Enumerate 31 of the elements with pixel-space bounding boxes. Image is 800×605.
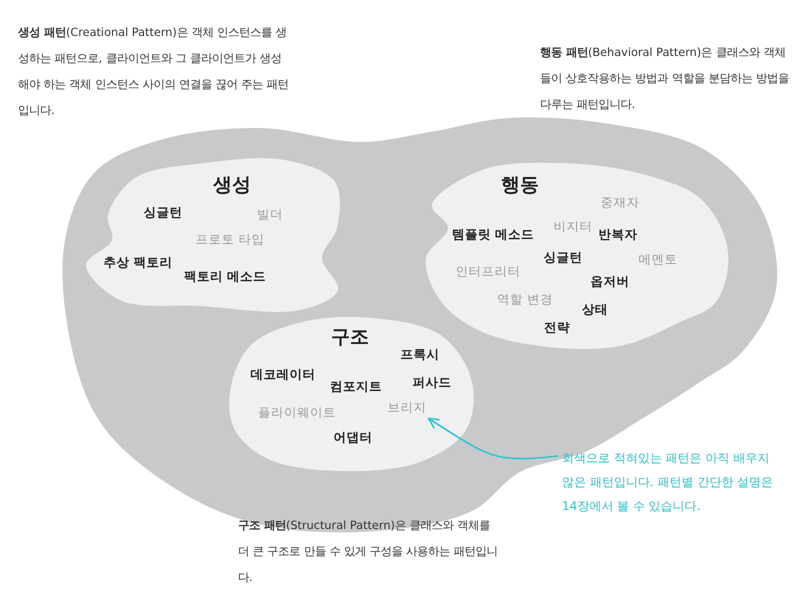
pattern-name: 추상 팩토리 <box>103 254 173 272</box>
pattern-name: 전략 <box>544 320 570 336</box>
pattern-name: 싱글턴 <box>544 250 582 266</box>
pattern-name: 빌더 <box>257 206 283 224</box>
pattern-name: 팩토리 메소드 <box>184 268 266 286</box>
pattern-name: 퍼사드 <box>412 374 452 392</box>
description-text: 행동 패턴(Behavioral Pattern)은 클래스와 객체들이 상호작용하는 방법과 역할을 분담하는 방법을 다루는 패턴입니다. <box>540 45 790 113</box>
pattern-name: 프로토 타입 <box>196 232 264 248</box>
pattern-name: 역할 변경 <box>497 292 553 308</box>
pattern-name: 비지터 <box>554 218 592 236</box>
pattern-name: 컴포지트 <box>330 378 382 396</box>
description-text: 구조 패턴(Structural Pattern)은 클래스와 객체를 더 큰 구조로 만들 수 있게 구성을 사용하는 패턴입니다. <box>238 518 499 586</box>
leader-arrow <box>428 418 558 460</box>
note-text: 회색으로 적혀있는 패턴은 아직 배우지 않은 패턴입니다. 패턴별 간단한 설명은 14장에서 볼 수 있습니다. <box>562 446 777 518</box>
pattern-name: 브리지 <box>388 400 426 416</box>
pattern-name: 옵저버 <box>590 274 630 290</box>
pattern-name: 플라이웨이트 <box>258 404 336 422</box>
description-text: 생성 패턴(Creational Pattern)은 객체 인스턴스를 생성하는 패턴으로, 클라이언트와 그 클라이언트가 생성해야 하는 객체 인스턴스 사이의 연결을 끊어 주는 패턴입니다. <box>18 25 290 119</box>
pattern-name: 어댑터 <box>334 430 372 446</box>
group-heading: 구조 <box>331 325 369 350</box>
pattern-name: 데코레이터 <box>250 366 316 384</box>
pattern-name: 인터프리터 <box>456 264 520 280</box>
pattern-name: 반복자 <box>598 226 638 244</box>
group-heading: 행동 <box>501 173 539 198</box>
pattern-name: 템플릿 메소드 <box>452 226 534 244</box>
pattern-name: 중재자 <box>600 194 640 212</box>
pattern-name: 메멘토 <box>638 252 678 268</box>
pattern-name: 싱글턴 <box>144 204 182 222</box>
pattern-name: 상태 <box>582 302 608 318</box>
group-heading: 생성 <box>213 173 251 198</box>
pattern-name: 프록시 <box>400 346 440 364</box>
